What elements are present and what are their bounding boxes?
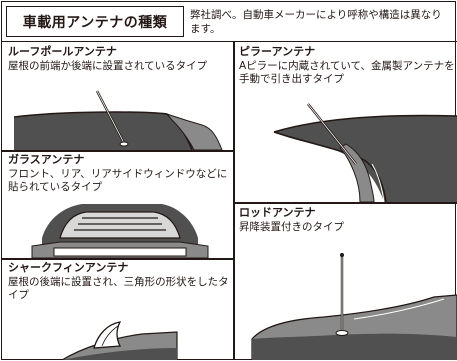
cell-rod-antenna: ロッドアンテナ 昇降装置付きのタイプ	[239, 206, 455, 234]
pillar-antenna-illustration	[273, 103, 457, 202]
column-divider	[233, 42, 235, 360]
cell-title: ガラスアンテナ	[8, 153, 85, 166]
title-box: 車載用アンテナの種類	[6, 6, 184, 37]
cell-description: 屋根の後端に設置され、三角形の形状をしたタイプ	[8, 276, 229, 301]
cell-description: Aピラーに内蔵されていて、金属製アンテナを手動で引き出すタイプ	[239, 60, 455, 85]
page-title: 車載用アンテナの種類	[22, 14, 168, 31]
cell-glass-antenna: ガラスアンテナ フロント、リア、リアサイドウィンドウなどに貼られているタイプ	[8, 153, 230, 194]
cell-roof-pole-antenna: ルーフポールアンテナ 屋根の前端か後端に設置されているタイプ	[8, 45, 230, 73]
roof-pole-antenna-illustration	[13, 90, 223, 150]
cell-description: 昇降装置付きのタイプ	[239, 221, 344, 233]
cell-shark-fin-antenna: シャークフィンアンテナ 屋根の後端に設置され、三角形の形状をしたタイプ	[8, 261, 230, 302]
header-note: 弊社調べ。自動車メーカーにより呼称や構造は異なります。	[190, 9, 442, 35]
cell-title: ロッドアンテナ	[239, 206, 316, 219]
rod-antenna-illustration	[251, 253, 457, 360]
cell-title: ルーフポールアンテナ	[8, 45, 117, 58]
row-divider-left-2	[2, 258, 233, 260]
cell-title: シャークフィンアンテナ	[8, 261, 129, 274]
row-divider-left-1	[2, 150, 233, 152]
row-divider-right-1	[233, 202, 457, 204]
cell-title: ピラーアンテナ	[239, 45, 316, 58]
cell-description: フロント、リア、リアサイドウィンドウなどに貼られているタイプ	[8, 168, 228, 193]
glass-antenna-illustration	[31, 204, 209, 258]
cell-description: 屋根の前端か後端に設置されているタイプ	[8, 60, 208, 72]
header: 車載用アンテナの種類 弊社調べ。自動車メーカーにより呼称や構造は異なります。	[2, 2, 457, 42]
cell-pillar-antenna: ピラーアンテナ Aピラーに内蔵されていて、金属製アンテナを手動で引き出すタイプ	[239, 45, 455, 86]
shark-fin-antenna-illustration	[60, 321, 178, 360]
